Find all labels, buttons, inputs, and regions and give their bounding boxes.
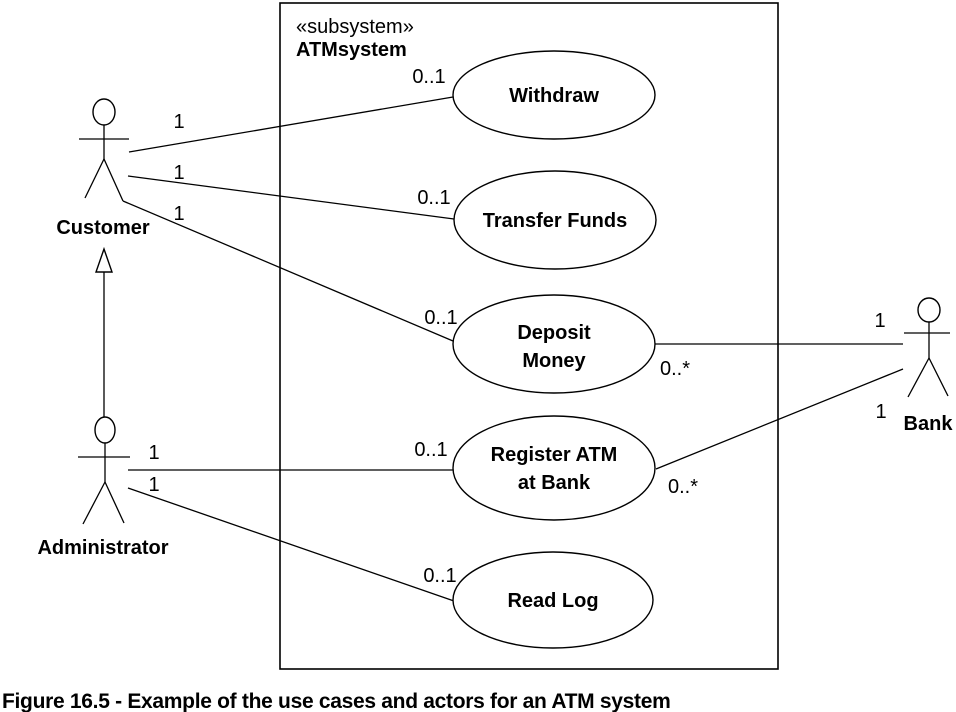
customer-left-leg [84,158,105,199]
use-case-read-log: Read Log [452,551,654,649]
multiplicity-customer-transfer-usecase-end: 0..1 [417,187,450,209]
bank-left-leg [907,357,930,398]
multiplicity-register-bank-usecase-end: 0..* [668,476,698,498]
multiplicity-admin-register-usecase-end: 0..1 [414,439,447,461]
administrator-head-icon [94,416,116,444]
transfer-funds-ellipse [453,170,657,270]
use-case-transfer-funds: Transfer Funds [453,170,657,270]
administrator-left-leg [82,481,106,525]
actor-administrator: Administrator [37,416,169,559]
use-case-deposit-money: Deposit Money [452,294,656,394]
bank-right-leg [928,357,949,397]
association-administrator-read-log [127,487,455,602]
read-log-label: Read Log [507,590,598,612]
customer-label: Customer [56,217,150,239]
use-case-register-atm-at-bank: Register ATM at Bank [452,415,656,521]
subsystem-name: ATMsystem [296,39,407,61]
generalization-administrator-customer [95,246,113,418]
multiplicity-admin-readlog-actor-end: 1 [148,474,159,496]
transfer-funds-label: Transfer Funds [483,210,627,232]
association-customer-deposit-money [122,200,454,342]
deposit-money-ellipse [452,294,656,394]
multiplicity-customer-withdraw-usecase-end: 0..1 [412,66,445,88]
withdraw-ellipse [452,50,656,140]
customer-right-leg [103,158,124,202]
multiplicity-customer-transfer-actor-end: 1 [173,162,184,184]
withdraw-label: Withdraw [509,85,599,107]
multiplicity-customer-deposit-actor-end: 1 [173,203,184,225]
multiplicity-deposit-bank-usecase-end: 0..* [660,358,690,380]
association-customer-withdraw [128,96,454,153]
subsystem-boundary-box [279,2,779,670]
association-customer-transfer-funds [127,175,455,220]
actor-bank: Bank [904,297,954,435]
multiplicity-customer-withdraw-actor-end: 1 [173,111,184,133]
register-atm-ellipse [452,415,656,521]
deposit-money-label-line1: Deposit [517,322,591,344]
customer-head-icon [92,98,116,126]
register-atm-label-line2: at Bank [518,472,591,494]
multiplicity-deposit-bank-actor-end: 1 [874,310,885,332]
figure-caption: Figure 16.5 - Example of the use cases a… [2,690,670,712]
administrator-right-leg [104,481,125,524]
multiplicity-admin-register-actor-end: 1 [148,442,159,464]
bank-label: Bank [904,413,954,435]
subsystem-stereotype: «subsystem» [296,16,414,38]
administrator-label: Administrator [37,537,168,559]
use-case-withdraw: Withdraw [452,50,656,140]
association-register-atm-bank [655,368,904,470]
generalization-arrowhead-icon [95,246,113,273]
multiplicity-admin-readlog-usecase-end: 0..1 [423,565,456,587]
read-log-ellipse [452,551,654,649]
bank-head-icon [917,297,941,323]
deposit-money-label-line2: Money [522,350,586,372]
multiplicity-customer-deposit-usecase-end: 0..1 [424,307,457,329]
multiplicity-register-bank-actor-end: 1 [875,401,886,423]
actor-customer: Customer [56,98,150,239]
register-atm-label-line1: Register ATM [491,444,618,466]
